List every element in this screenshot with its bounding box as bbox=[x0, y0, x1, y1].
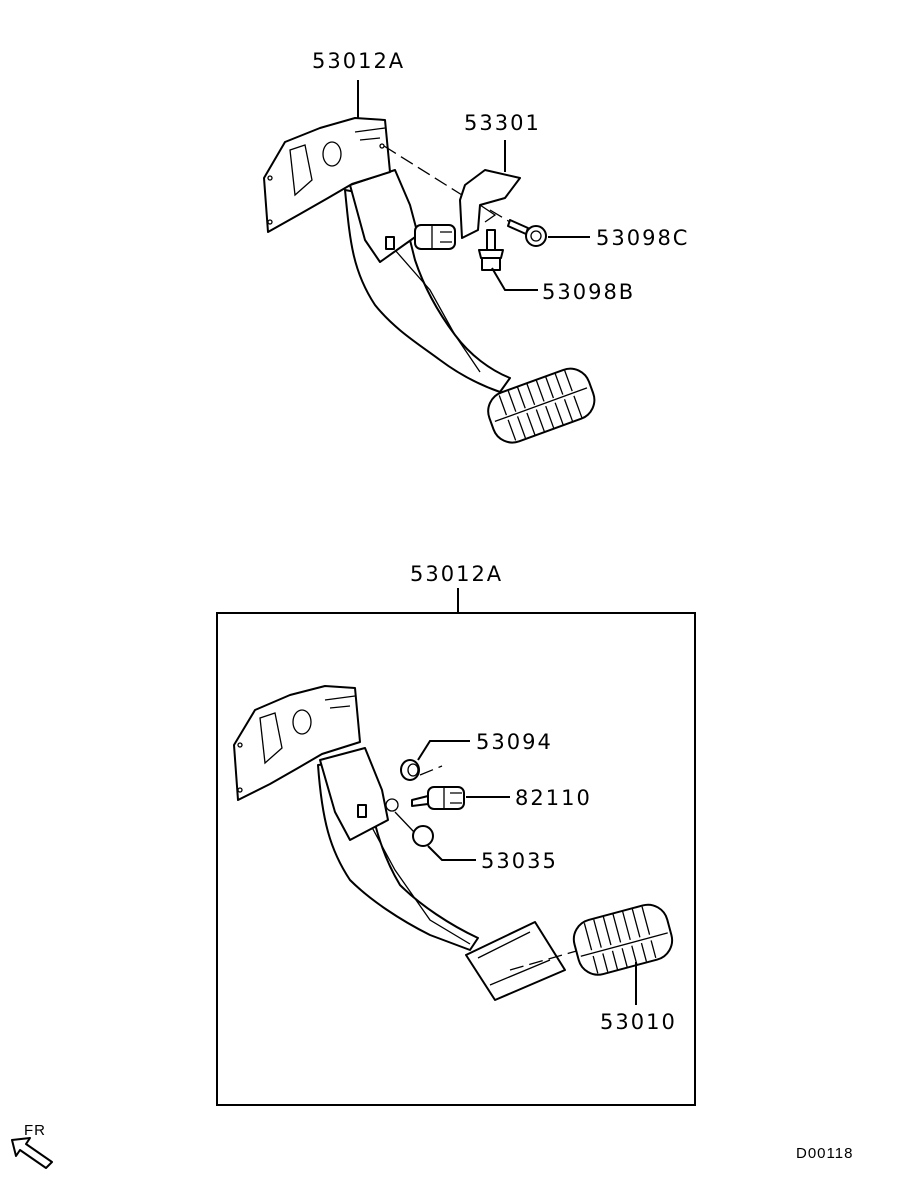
label-53094: 53094 bbox=[476, 730, 553, 754]
label-53012a-top: 53012A bbox=[312, 49, 405, 73]
label-53301: 53301 bbox=[464, 111, 541, 135]
bolt-53098c bbox=[507, 219, 547, 247]
pedal-pad-top bbox=[487, 367, 596, 444]
label-53012a-bottom: 53012A bbox=[410, 562, 503, 586]
pedal-bracket bbox=[263, 117, 391, 233]
switch-82110 bbox=[411, 786, 465, 810]
label-53035: 53035 bbox=[481, 849, 558, 873]
front-arrow-icon bbox=[11, 1137, 53, 1169]
drawing-id: D00118 bbox=[796, 1145, 853, 1162]
top-pedal-assembly bbox=[263, 117, 596, 444]
pedal-plate bbox=[465, 921, 566, 1001]
bottom-pedal-assembly bbox=[233, 685, 674, 1001]
label-82110: 82110 bbox=[515, 786, 592, 810]
label-53010: 53010 bbox=[600, 1010, 677, 1034]
bolt-53098b bbox=[478, 229, 504, 271]
stop-switch-top bbox=[414, 224, 456, 250]
bushing-53094 bbox=[400, 759, 420, 781]
kit-frame bbox=[216, 612, 696, 1106]
pedal-pad-53010 bbox=[572, 903, 674, 976]
label-53098b: 53098B bbox=[542, 280, 635, 304]
stopper-53035 bbox=[412, 825, 434, 847]
label-53098c: 53098C bbox=[596, 226, 689, 250]
front-label: FR bbox=[24, 1122, 46, 1139]
pedal-bracket-bottom bbox=[233, 685, 361, 801]
